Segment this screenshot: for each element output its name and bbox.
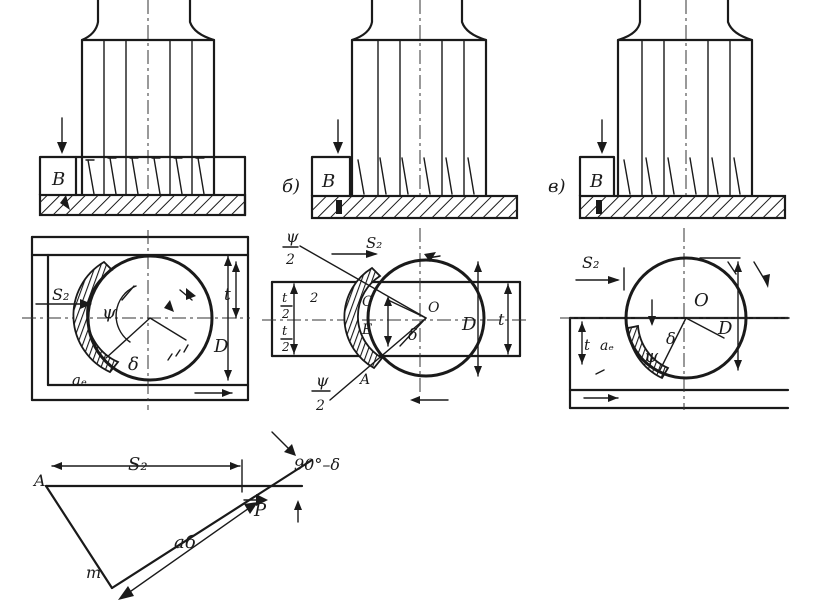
point-a-b: A — [358, 372, 370, 388]
feed-label-a: S₂ — [52, 285, 69, 304]
triangle-vertex-m: m — [86, 563, 101, 582]
triangle-left-edge — [44, 484, 114, 590]
t-half-top-right-b: 2 — [309, 291, 318, 306]
view-b: B б) δ C E O — [262, 0, 530, 414]
cutter-side-view-a — [80, 0, 216, 205]
workpiece-a: B — [38, 117, 247, 217]
plan-view-a: S₂ ψ δ aₑ t D — [22, 230, 250, 410]
psi-half-top-b: ψ — [286, 227, 299, 246]
plan-view-c: O ψ δ D S₂ t aₑ — [560, 228, 790, 410]
triangle-feed-label: S₂ — [128, 454, 148, 475]
view-a: B — [22, 0, 250, 410]
cutter-circle-a — [86, 254, 214, 382]
t-half-top-b: t — [282, 291, 288, 306]
diameter-label-a: D — [213, 336, 229, 357]
point-c-b: C — [362, 294, 373, 310]
diameter-label-b: D — [461, 314, 477, 335]
t-half-bot-den-b: 2 — [281, 340, 290, 354]
psi-half-top-den-b: 2 — [285, 252, 295, 268]
cutter-side-view-b — [350, 0, 488, 210]
point-o-c: O — [694, 290, 709, 311]
cutter-circle-b — [366, 258, 486, 378]
teeth-arc-b — [343, 266, 384, 370]
view-c: B в) O ψ δ D S₂ — [548, 0, 790, 410]
t-half-top-den-b: 2 — [281, 307, 290, 321]
force-triangle: S₂ A 90°–δ P m aб — [32, 431, 340, 600]
view-letter-c: в) — [548, 176, 566, 197]
cutter-circle-c — [624, 256, 748, 380]
ae-label-c: aₑ — [600, 338, 614, 354]
delta-label-b: δ — [408, 325, 418, 344]
triangle-angle-label: 90°–δ — [294, 455, 340, 474]
psi-label-a: ψ — [102, 302, 117, 323]
triangle-vertex-a: A — [32, 471, 46, 490]
width-label-b: t — [498, 310, 505, 329]
triangle-ae-label: aб — [174, 532, 197, 553]
triangle-hypotenuse — [110, 458, 314, 590]
block-label-b: B — [321, 171, 335, 192]
feed-label-c: S₂ — [582, 253, 599, 272]
delta-label-c: δ — [666, 329, 676, 348]
ae-label-a: aₑ — [72, 371, 87, 389]
workpiece-c: B в) — [548, 119, 787, 220]
block-label-c: B — [589, 171, 603, 192]
block-label-a: B — [51, 169, 65, 190]
t-half-bot-b: t — [282, 324, 288, 339]
diameter-label-c: D — [717, 318, 733, 339]
workpiece-b: B б) — [282, 119, 519, 220]
psi-half-bot-b: ψ — [316, 371, 329, 390]
psi-label-c: ψ — [644, 346, 659, 367]
psi-half-bot-den-b: 2 — [315, 398, 325, 414]
feed-label-b: S₂ — [366, 234, 382, 252]
delta-label-a: δ — [128, 354, 139, 375]
cutter-side-view-c — [616, 0, 754, 210]
point-o-b: O — [428, 300, 440, 316]
plan-view-b: δ C E O A ψ 2 S₂ t 2 t 2 2 — [262, 227, 530, 414]
view-letter-b: б) — [282, 176, 300, 197]
point-e-b: E — [361, 322, 372, 338]
width-label-c: t — [584, 336, 591, 354]
